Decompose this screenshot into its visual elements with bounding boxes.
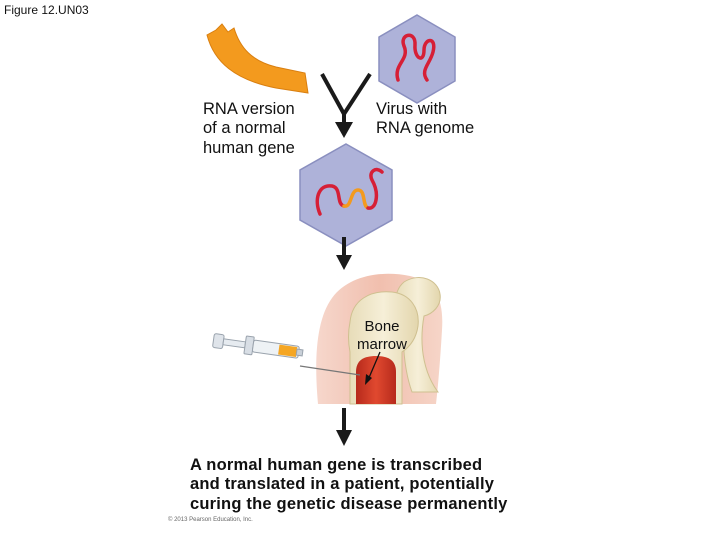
copyright-notice: © 2013 Pearson Education, Inc.	[168, 517, 253, 523]
viral-rna-left	[315, 184, 346, 216]
viral-rna-top	[395, 33, 436, 82]
figure-label: Figure 12.UN03	[4, 3, 89, 17]
rna-gene-strand	[206, 23, 309, 94]
rna-version-label: RNA version of a normal human gene	[203, 100, 295, 157]
virus-capsid-top	[378, 14, 456, 104]
bone-marrow-label: Bone marrow	[356, 318, 407, 353]
virus-label: Virus with RNA genome	[376, 100, 475, 138]
viral-rna-right	[366, 167, 384, 210]
down-arrow-1	[336, 237, 352, 270]
combine-arrow	[320, 72, 372, 138]
down-arrow-2	[336, 408, 352, 446]
syringe	[212, 333, 361, 376]
bone-marrow-illustration	[316, 273, 443, 405]
inserted-gene-rna	[342, 188, 370, 210]
recombinant-virus-capsid	[299, 143, 393, 247]
result-caption: A normal human gene is transcribed and t…	[190, 456, 508, 513]
